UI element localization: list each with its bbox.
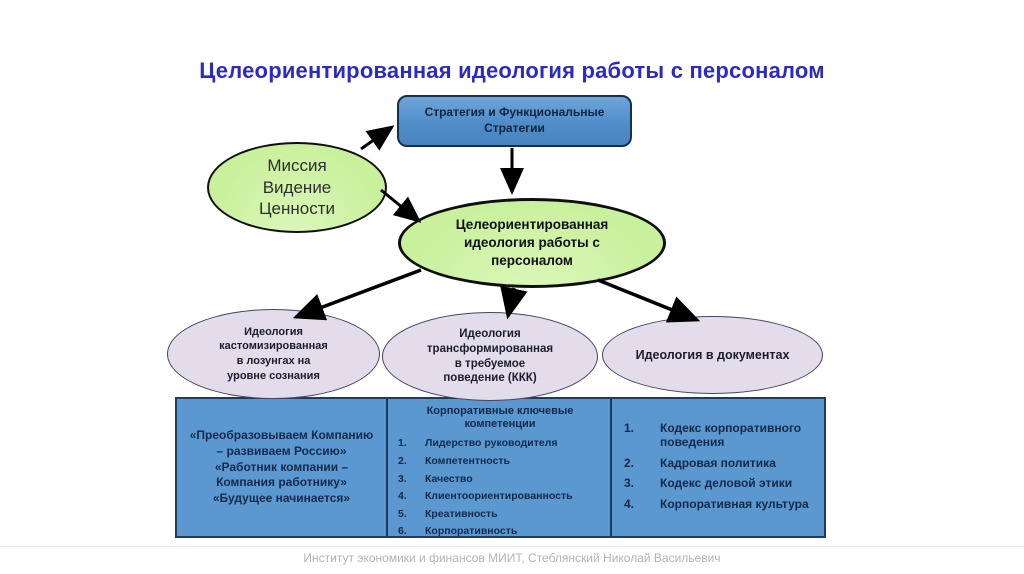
text-line: Идеология bbox=[244, 325, 303, 338]
list-item: 3. Кодекс деловой этики bbox=[624, 476, 818, 490]
text-line: трансформированная bbox=[426, 342, 554, 355]
list-item-number: 2. bbox=[624, 455, 635, 470]
text-line: персоналом bbox=[491, 252, 573, 268]
list-item: 4. Корпоративная культура bbox=[624, 497, 818, 511]
text-line: кастомизированная bbox=[219, 340, 328, 353]
text-line: Целеориентированная bbox=[455, 217, 609, 233]
footer-credit: Институт экономики и финансов МИИТ, Стеб… bbox=[303, 551, 721, 565]
list-item: 3. Качество bbox=[398, 473, 602, 485]
text-line: Ценности bbox=[258, 199, 336, 219]
text-line: в лозунгах на bbox=[236, 355, 311, 367]
node-ideology-behavior-ellipse: Идеология трансформированная в требуемое по… bbox=[382, 312, 598, 401]
list-item-text: Кодекс деловой этики bbox=[660, 476, 793, 491]
list-item: 1. Кодекс корпоративного поведения bbox=[624, 421, 818, 450]
summary-table: «Преобразовываем Компанию – развиваем Ро… bbox=[175, 397, 826, 538]
arrow-mission-to-strategy bbox=[360, 125, 395, 151]
text-line: уровне сознания bbox=[227, 369, 320, 382]
text-line: Стратегии bbox=[484, 121, 545, 135]
node-ideology-documents-ellipse: Идеология в документах bbox=[602, 316, 823, 394]
list-item-text: Клиентоориентированность bbox=[425, 490, 573, 503]
footer-divider bbox=[0, 546, 1024, 547]
text-line: «Будущее начинается» bbox=[212, 491, 351, 506]
arrow-center-to-documents bbox=[597, 278, 701, 323]
list-item: 1. Лидерство руководителя bbox=[398, 437, 602, 449]
list-item-number: 4. bbox=[398, 490, 407, 503]
slide-title: Целеориентированная идеология работы с п… bbox=[199, 58, 825, 83]
text-line: идеология работы с bbox=[464, 235, 600, 251]
text-line: «Работник компании – Компания работнику» bbox=[214, 459, 349, 490]
arrow-center-to-slogans bbox=[292, 268, 422, 321]
list-item-number: 4. bbox=[624, 496, 635, 511]
list-item-number: 5. bbox=[398, 507, 407, 520]
competencies-header: Корпоративные ключевые компетенции bbox=[426, 405, 574, 431]
table-column-documents: 1. Кодекс корпоративного поведения 2. Кадро… bbox=[612, 399, 824, 536]
list-item-number: 2. bbox=[398, 454, 407, 467]
text-line: «Преобразовываем Компанию – развиваем Ро… bbox=[189, 427, 374, 458]
list-item-text: Корпоративная культура bbox=[660, 496, 809, 511]
text-line: Идеология bbox=[459, 327, 521, 340]
text-line: в требуемое bbox=[454, 357, 526, 370]
arrow-mission-to-center bbox=[380, 188, 422, 223]
node-ideology-slogans-ellipse: Идеология кастомизированная в лозунгах на у… bbox=[167, 309, 380, 399]
list-item: 5. Креативность bbox=[398, 508, 602, 520]
text-line: поведение (ККК) bbox=[443, 372, 537, 385]
list-item-text: Корпоративность bbox=[425, 525, 518, 538]
table-column-competencies: Корпоративные ключевые компетенции 1. Лид… bbox=[388, 399, 612, 537]
list-item: 2. Компетентность bbox=[398, 455, 602, 467]
list-item-text: Компетентность bbox=[425, 454, 511, 467]
list-item-text: Лидерство руководителя bbox=[425, 437, 558, 450]
list-item-text: Креативность bbox=[425, 507, 498, 520]
table-column-slogans: «Преобразовываем Компанию – развиваем Ро… bbox=[177, 399, 388, 536]
list-item-number: 1. bbox=[624, 421, 635, 435]
list-item-text: Кадровая политика bbox=[660, 455, 776, 470]
list-item-number: 1. bbox=[398, 437, 407, 450]
list-item-number: 6. bbox=[398, 525, 407, 538]
list-item-number: 3. bbox=[398, 472, 407, 485]
documents-list: 1. Кодекс корпоративного поведения 2. Кадро… bbox=[624, 421, 818, 511]
text-line: Миссия bbox=[267, 155, 327, 175]
list-item: 6. Корпоративность bbox=[398, 525, 602, 537]
list-item-number: 3. bbox=[624, 476, 635, 491]
text-line: Стратегия и Функциональные bbox=[424, 105, 605, 120]
text-line: Видение bbox=[262, 177, 332, 197]
list-item: 2. Кадровая политика bbox=[624, 456, 818, 470]
node-label: Идеология в документах bbox=[635, 348, 790, 362]
list-item: 4. Клиентоориентированность bbox=[398, 490, 602, 502]
competencies-list: 1. Лидерство руководителя 2. Компетентность… bbox=[398, 437, 602, 537]
list-item-text: Качество bbox=[425, 472, 473, 485]
list-item-text: Кодекс корпоративного поведения bbox=[660, 421, 802, 450]
